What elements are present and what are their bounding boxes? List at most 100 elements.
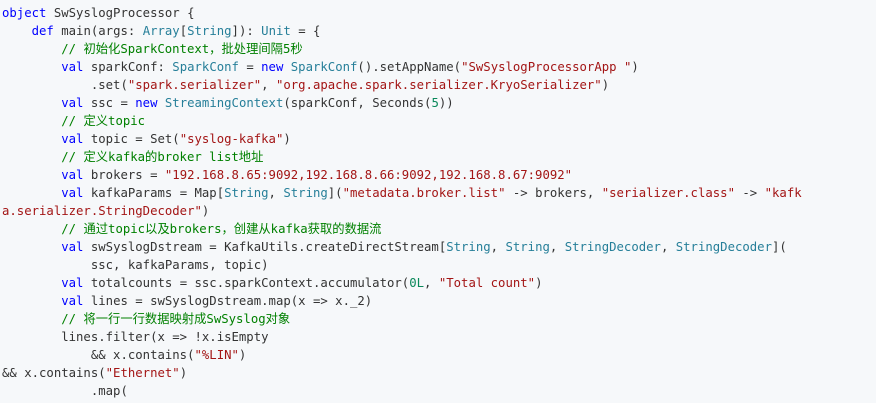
code-token: SparkConf: [172, 60, 239, 74]
code-token: ssc =: [83, 96, 136, 110]
code-token: topic = Set(: [83, 132, 180, 146]
code-token: && x.contains(: [2, 348, 195, 362]
code-token: ): [535, 276, 543, 290]
code-token: SwSyslogProcessor {: [46, 6, 195, 20]
code-token: = {: [290, 24, 321, 38]
code-token: ](: [772, 240, 787, 254]
code-token: ->: [734, 186, 765, 200]
code-token: String: [283, 186, 328, 200]
code-token: "syslog-kafka": [179, 132, 284, 146]
code-token: swSyslogDstream = KafkaUtils.createDirec…: [83, 240, 447, 254]
code-token: ,: [424, 276, 439, 290]
code-token: "%LIN": [194, 348, 239, 362]
code-token: [158, 96, 165, 110]
code-line: // 初始化SparkContext，批处理间隔5秒: [2, 40, 876, 58]
code-token: val: [61, 132, 84, 146]
code-token: sparkConf:: [83, 60, 173, 74]
code-token: val: [61, 60, 84, 74]
code-token: SparkConf: [290, 60, 358, 74]
code-token: new: [135, 96, 158, 110]
code-token: 0L: [409, 276, 425, 290]
code-line: // 将一行一行数据映射成SwSyslog对象: [2, 310, 876, 328]
code-token: ,: [261, 78, 276, 92]
code-token: object: [2, 6, 47, 20]
code-line: && x.contains("Ethernet"): [2, 364, 876, 382]
code-line: .set("spark.serializer", "org.apache.spa…: [2, 76, 876, 94]
code-token: Array: [142, 24, 180, 38]
code-token: "SwSyslogProcessorApp ": [461, 60, 632, 74]
code-token: [2, 312, 61, 326]
code-token: [2, 96, 61, 110]
code-token: && x.contains(: [2, 366, 106, 380]
code-token: [2, 114, 61, 128]
code-token: ): [601, 78, 610, 92]
code-token: "spark.serializer": [127, 78, 262, 92]
code-line: .map(: [2, 382, 876, 400]
code-token: [2, 24, 32, 38]
code-token: ): [283, 132, 291, 146]
code-line: val sparkConf: SparkConf = new SparkConf…: [2, 58, 876, 76]
code-token: // 定义kafka的broker list地址: [61, 150, 264, 164]
code-token: // 初始化SparkContext，批处理间隔5秒: [61, 42, 303, 56]
code-token: ): [201, 204, 210, 218]
code-token: String: [505, 240, 550, 254]
code-token: ](: [327, 186, 343, 200]
code-token: "kafk: [764, 186, 802, 200]
code-token: Unit: [261, 24, 291, 38]
code-token: String: [446, 240, 491, 254]
code-token: [2, 132, 61, 146]
code-token: [2, 276, 61, 290]
code-line: val brokers = "192.168.8.65:9092,192.168…: [2, 166, 876, 184]
code-token: new: [261, 60, 284, 74]
code-token: val: [61, 96, 84, 110]
code-token: def: [31, 24, 54, 38]
code-token: val: [61, 276, 84, 290]
code-token: .map(: [2, 384, 128, 398]
code-token: [2, 168, 61, 182]
code-token: [2, 222, 61, 236]
code-line: a.serializer.StringDecoder"): [2, 202, 876, 220]
code-token: a.serializer.StringDecoder": [2, 204, 202, 218]
code-token: StringDecoder: [564, 240, 661, 254]
code-token: val: [61, 294, 84, 308]
code-token: [283, 60, 290, 74]
code-token: [: [179, 24, 188, 38]
code-token: // 将一行一行数据映射成SwSyslog对象: [61, 312, 291, 326]
code-line: ssc, kafkaParams, topic): [2, 256, 876, 274]
code-line: object SwSyslogProcessor {: [2, 4, 876, 22]
code-token: "Total count": [438, 276, 536, 290]
code-token: ,: [490, 240, 506, 254]
code-token: ssc, kafkaParams, topic): [2, 258, 269, 272]
code-token: 5: [431, 96, 439, 110]
code-line: // 定义kafka的broker list地址: [2, 148, 876, 166]
code-token: ,: [660, 240, 676, 254]
code-token: -> brokers,: [505, 186, 602, 200]
code-token: [2, 150, 61, 164]
code-token: "org.apache.spark.serializer.KryoSeriali…: [275, 78, 602, 92]
code-line: && x.contains("%LIN"): [2, 346, 876, 364]
code-token: (sparkConf, Seconds(: [283, 96, 432, 110]
code-token: "192.168.8.65:9092,192.168.8.66:9092,192…: [164, 168, 573, 182]
code-token: [2, 60, 61, 74]
code-line: def main(args: Array[String]): Unit = {: [2, 22, 876, 40]
code-token: // 定义topic: [61, 114, 146, 128]
code-line: // 通过topic以及brokers，创建从kafka获取的数据流: [2, 220, 876, 238]
code-line: val ssc = new StreamingContext(sparkConf…: [2, 94, 876, 112]
code-token: StreamingContext: [164, 96, 284, 110]
code-token: val: [61, 168, 84, 182]
code-token: )): [438, 96, 454, 110]
code-token: ): [631, 60, 639, 74]
code-token: StringDecoder: [675, 240, 772, 254]
code-line: val topic = Set("syslog-kafka"): [2, 130, 876, 148]
code-token: ): [179, 366, 188, 380]
code-line: val totalcounts = ssc.sparkContext.accum…: [2, 274, 876, 292]
code-token: String: [187, 24, 232, 38]
code-token: kafkaParams = Map[: [83, 186, 225, 200]
code-line: // 定义topic: [2, 112, 876, 130]
code-token: .set(: [2, 78, 128, 92]
code-token: val: [61, 240, 84, 254]
code-token: ().setAppName(: [357, 60, 462, 74]
code-line: val swSyslogDstream = KafkaUtils.createD…: [2, 238, 876, 256]
code-token: val: [61, 186, 84, 200]
